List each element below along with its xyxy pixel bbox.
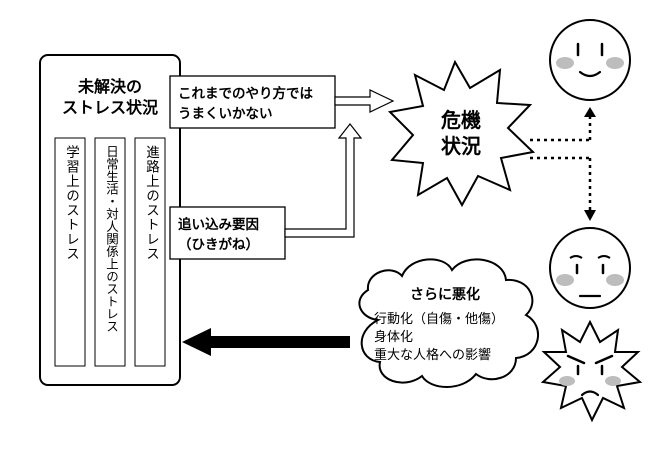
distressed-face-icon bbox=[540, 319, 643, 423]
trigger-arrow bbox=[284, 123, 363, 238]
dotted-branch-arrows bbox=[530, 107, 596, 221]
career-stress-box bbox=[134, 137, 166, 367]
daily-life-stress-box bbox=[94, 137, 126, 367]
worried-face-icon bbox=[549, 227, 631, 309]
smiling-face-icon bbox=[549, 19, 631, 101]
study-stress-label: 学習上のストレス bbox=[63, 145, 79, 261]
current-methods-line2: うまくいかない bbox=[178, 106, 273, 122]
daily-life-stress-label: 日常生活・対人関係上のストレス bbox=[104, 145, 119, 333]
current-methods-line1: これまでのやり方では bbox=[178, 85, 313, 102]
career-stress-label: 進路上のストレス bbox=[143, 145, 159, 261]
crisis-line2: 状況 bbox=[441, 134, 481, 158]
arrow-to-crisis bbox=[334, 89, 395, 113]
return-arrow bbox=[182, 328, 350, 356]
trigger-line1: 追い込み要因 bbox=[178, 216, 259, 233]
unresolved-title-line2: ストレス状況 bbox=[62, 98, 158, 117]
crisis-line1: 危機 bbox=[441, 108, 481, 132]
study-stress-box bbox=[54, 137, 86, 367]
crisis-starburst bbox=[387, 59, 536, 208]
worsen-cloud bbox=[358, 258, 539, 388]
worsen-item3: 重大な人格への影響 bbox=[374, 347, 491, 363]
worsen-item2: 身体化 bbox=[374, 329, 413, 345]
unresolved-title-line1: 未解決の bbox=[77, 77, 142, 96]
trigger-line2: （ひきがね） bbox=[178, 236, 259, 253]
worsen-item1: 行動化（自傷・他傷） bbox=[374, 312, 504, 327]
worsen-title: さらに悪化 bbox=[410, 286, 480, 303]
